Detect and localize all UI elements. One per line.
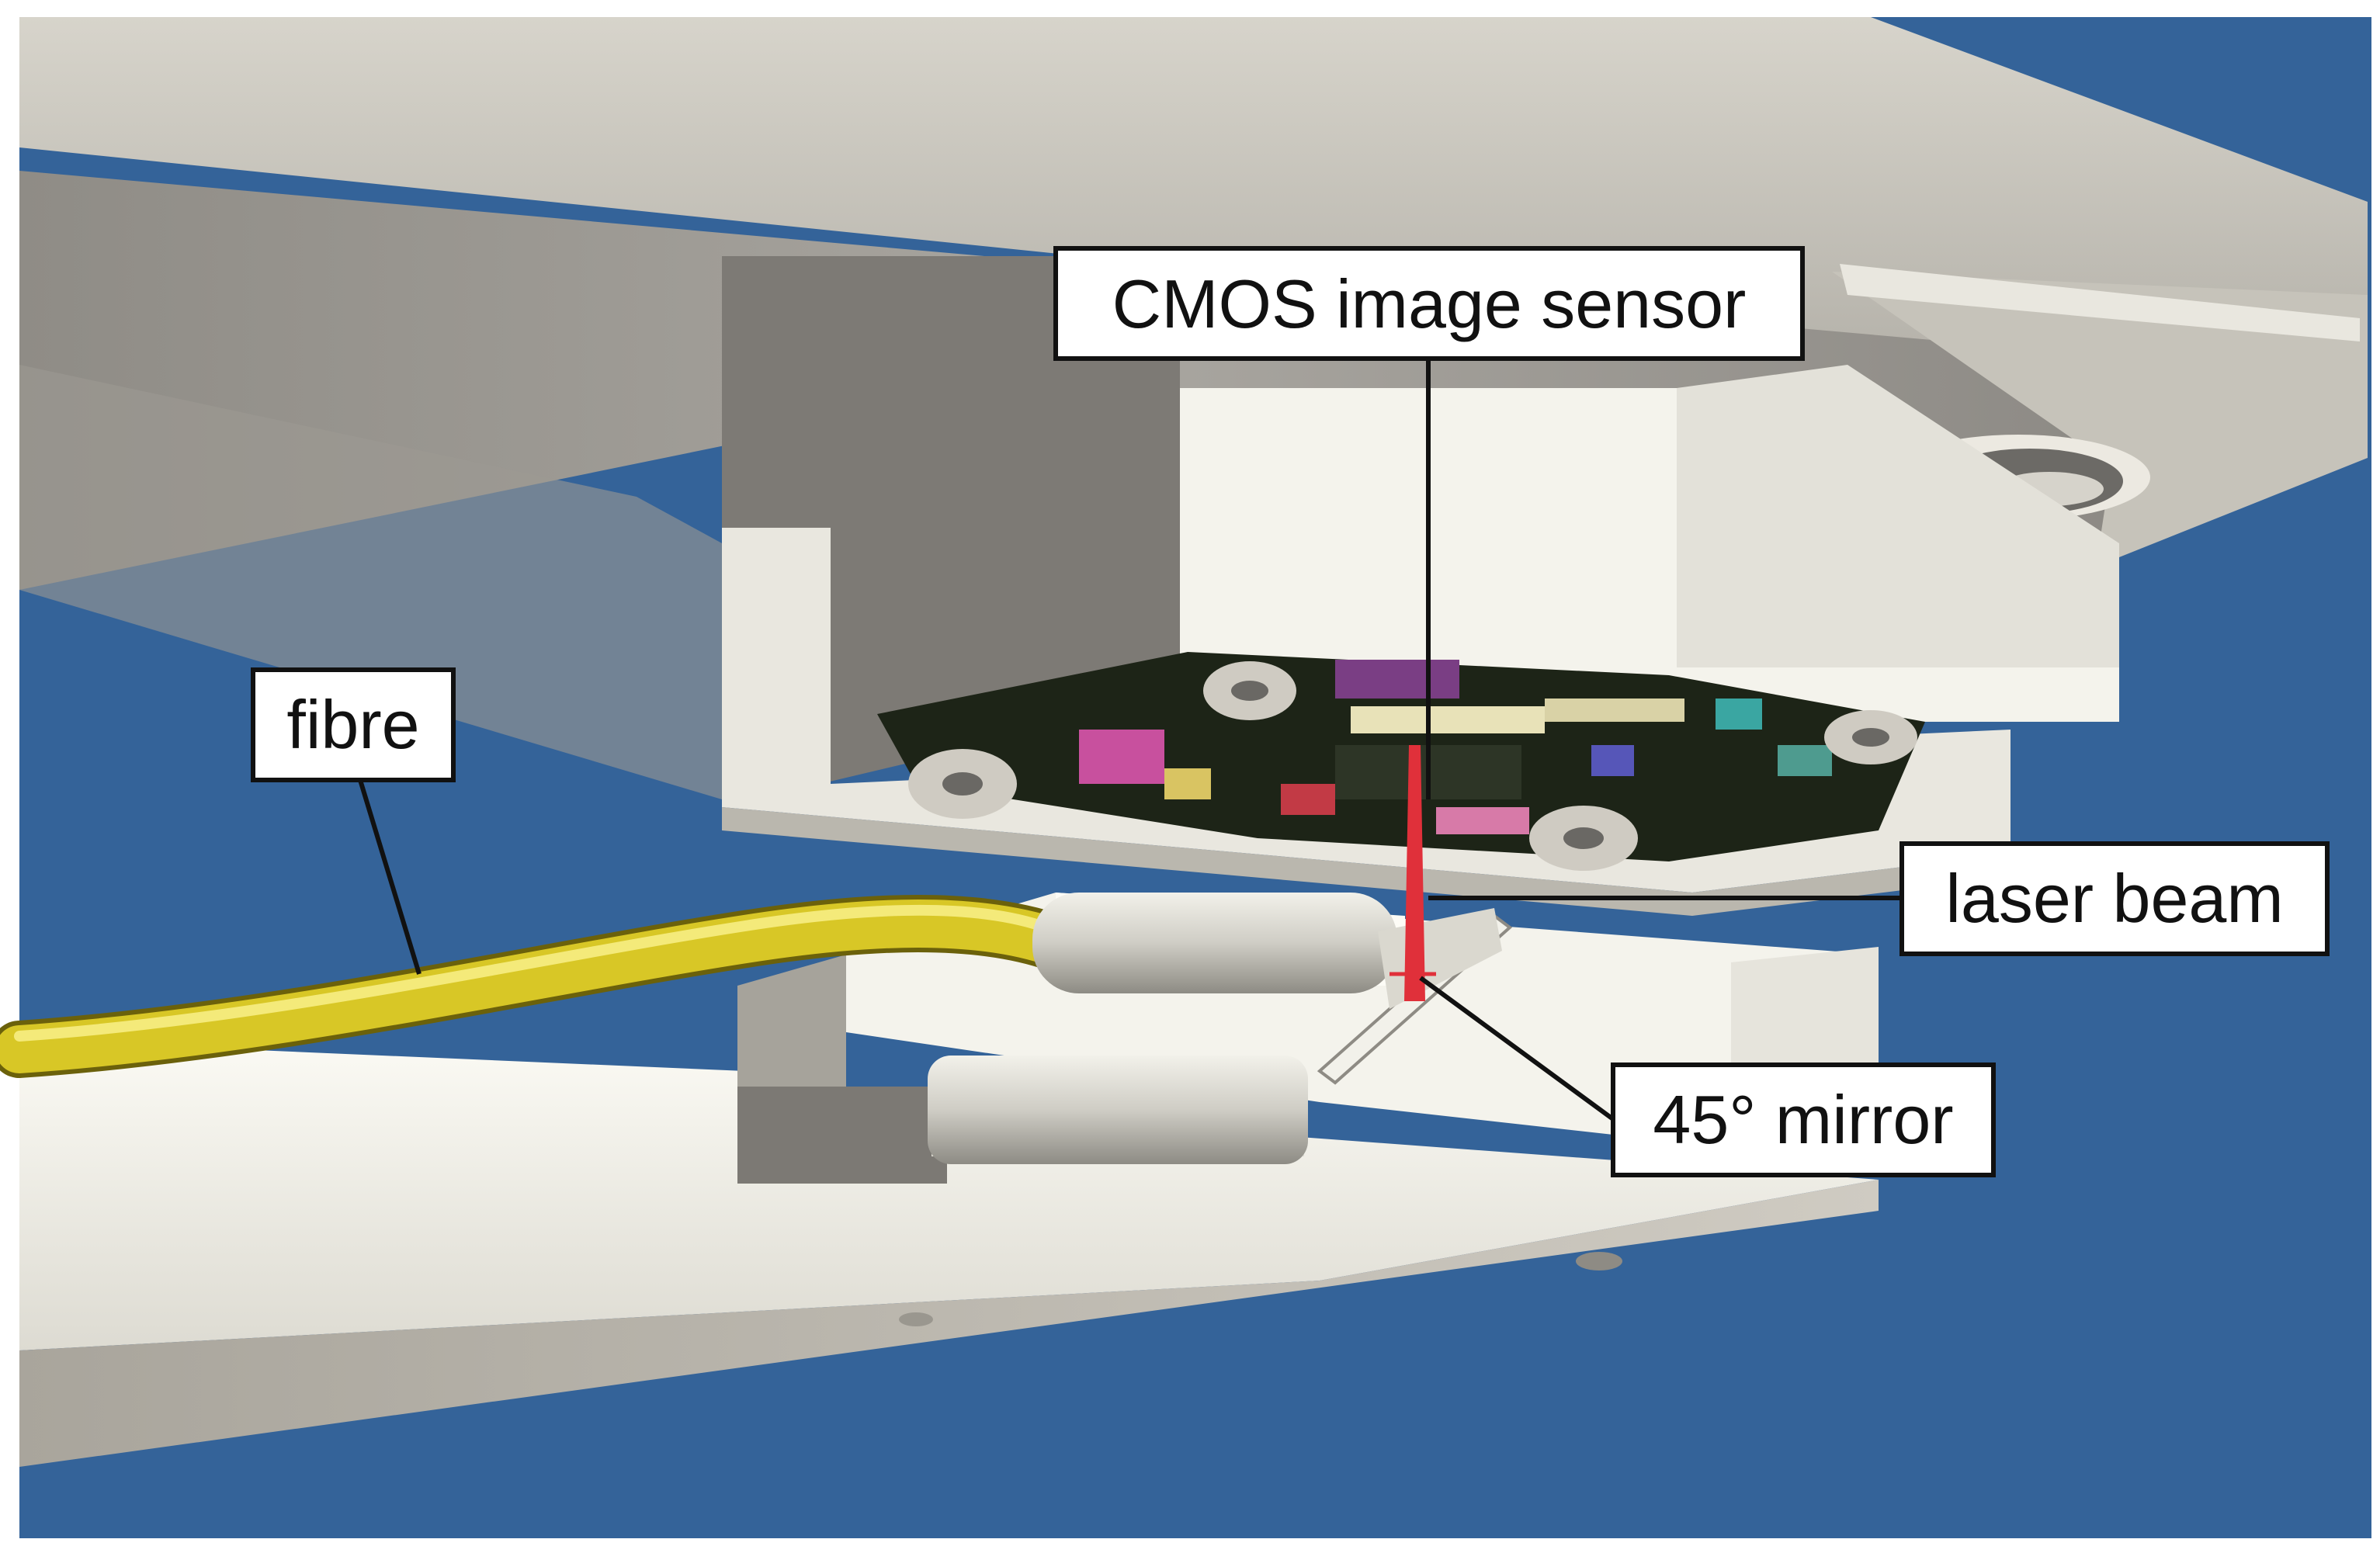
board-screw (1852, 728, 1889, 747)
pcb-chip-cream-2 (1545, 699, 1684, 722)
sensor-housing-back (722, 256, 1180, 807)
label-laser-beam-text: laser beam (1945, 860, 2283, 937)
pcb-chip-cyan (1716, 699, 1762, 730)
board-screw (1231, 681, 1268, 701)
plate-hole (899, 1312, 933, 1326)
label-cmos-image-sensor-text: CMOS image sensor (1112, 265, 1747, 342)
pcb-chip-blue (1591, 745, 1634, 776)
sensor-housing-front (1180, 388, 2119, 722)
top-plate-right-bevel (1832, 272, 2368, 567)
bottom-plate-edge (19, 1180, 1879, 1467)
guide-rod (928, 1056, 1308, 1164)
label-fibre-text: fibre (286, 686, 419, 763)
pcb-chip-cream (1351, 706, 1545, 733)
leader-mirror (1419, 976, 1615, 1121)
label-45-mirror-text: 45° mirror (1653, 1081, 1953, 1158)
plate-hole (1576, 1252, 1622, 1270)
sensor-housing-right (1677, 365, 2119, 667)
label-45-mirror: 45° mirror (1611, 1062, 1996, 1177)
leader-fibre (358, 779, 422, 975)
board-screw (1563, 827, 1604, 849)
top-plate-right-lip (1840, 264, 2360, 341)
left-overhang-shade (19, 365, 722, 799)
fibre-ferrule (1032, 893, 1397, 993)
bottom-plate-top (19, 1040, 1879, 1350)
pcb-chip-pink (1436, 807, 1529, 834)
pcb-chip-red (1281, 784, 1335, 815)
label-cmos-image-sensor: CMOS image sensor (1053, 246, 1805, 361)
mount-block-shadow (737, 1087, 947, 1184)
pcb-chip-teal (1778, 745, 1832, 776)
laser-beam (1404, 745, 1425, 1001)
fibre-cable-highlight (14, 904, 1053, 1042)
pcb-chip-yellow (1164, 768, 1211, 799)
pcb-chip-purple (1335, 660, 1459, 699)
board-screw (942, 772, 983, 796)
pcb-chip-magenta (1079, 730, 1164, 784)
label-laser-beam: laser beam (1899, 841, 2330, 956)
label-fibre: fibre (251, 667, 456, 782)
fibre-cable-body (0, 900, 1080, 1073)
